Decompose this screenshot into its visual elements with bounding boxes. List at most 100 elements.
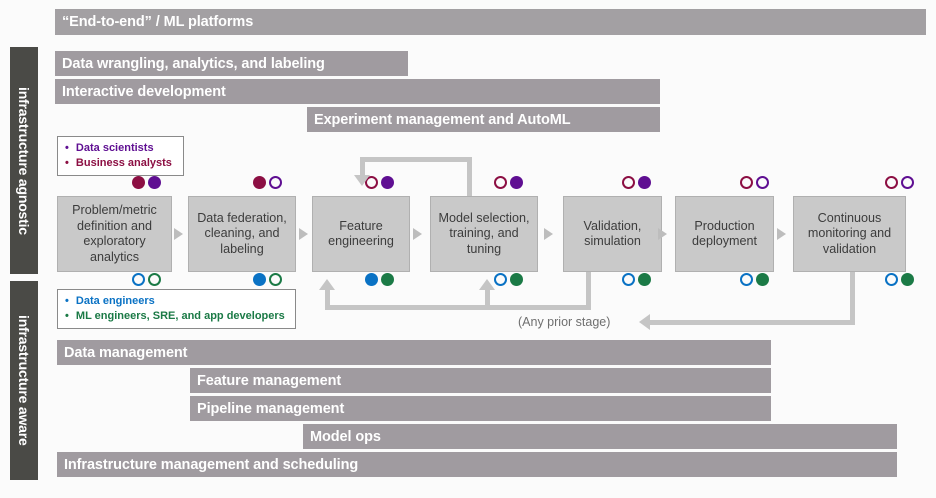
dot-data-engineers	[253, 273, 266, 286]
dot-data-scientists	[638, 176, 651, 189]
legend-item-data-engineers: Data engineers	[65, 294, 287, 309]
stage-label: Feature engineering	[328, 218, 394, 249]
dot-data-engineers	[365, 273, 378, 286]
band-label: Experiment management and AutoML	[314, 111, 571, 128]
dot-business-analysts	[740, 176, 753, 189]
dot-data-engineers	[885, 273, 898, 286]
dot-data-engineers	[132, 273, 145, 286]
dot-ml-engineers	[901, 273, 914, 286]
rail-infrastructure-agnostic: infrastructure agnostic	[10, 47, 38, 274]
band-label: Data wrangling, analytics, and labeling	[62, 55, 325, 72]
stage-box-validation-simulation[interactable]: Validation, simulation	[563, 196, 662, 272]
role-dots-bottom-stage-7	[885, 273, 914, 286]
dot-ml-engineers	[269, 273, 282, 286]
any-prior-stage-riser	[850, 272, 855, 325]
role-dots-top-stage-4	[494, 176, 523, 189]
stage-box-continuous-monitoring[interactable]: Continuous monitoring and validation	[793, 196, 906, 272]
role-dots-top-stage-5	[622, 176, 651, 189]
legend-item-data-scientists: Data scientists	[65, 141, 175, 156]
band-label: Pipeline management	[197, 400, 345, 417]
dot-ml-engineers	[756, 273, 769, 286]
band-label: Data management	[64, 344, 188, 361]
dot-data-scientists	[148, 176, 161, 189]
dot-data-scientists	[269, 176, 282, 189]
stage-box-model-selection[interactable]: Model selection, training, and tuning	[430, 196, 538, 272]
role-dots-bottom-stage-6	[740, 273, 769, 286]
dot-ml-engineers	[381, 273, 394, 286]
loopback-top-arrowhead	[354, 175, 370, 186]
legend-engineering-roles: Data engineers ML engineers, SRE, and ap…	[57, 289, 296, 329]
dot-data-scientists	[756, 176, 769, 189]
loopback-bottom-validation-riser	[586, 272, 591, 307]
legend-business-roles: Data scientists Business analysts	[57, 136, 184, 176]
band-feature-management: Feature management	[190, 368, 771, 393]
band-infrastructure-management: Infrastructure management and scheduling	[57, 452, 897, 477]
dot-business-analysts	[885, 176, 898, 189]
loopback-bottom-mid-riser	[485, 289, 490, 307]
role-dots-bottom-stage-3	[365, 273, 394, 286]
dot-ml-engineers	[638, 273, 651, 286]
role-dots-top-stage-6	[740, 176, 769, 189]
connector-arrow-6	[777, 228, 786, 240]
dot-data-engineers	[622, 273, 635, 286]
stage-label: Validation, simulation	[583, 218, 642, 249]
legend-item-business-analysts: Business analysts	[65, 156, 175, 171]
dot-data-scientists	[510, 176, 523, 189]
role-dots-bottom-stage-2	[253, 273, 282, 286]
dot-ml-engineers	[510, 273, 523, 286]
stage-box-feature-engineering[interactable]: Feature engineering	[312, 196, 410, 272]
band-label: Model ops	[310, 428, 381, 445]
dot-business-analysts	[253, 176, 266, 189]
loopback-bottom-left-riser	[325, 289, 330, 307]
rail-infrastructure-aware: infrastructure aware	[10, 281, 38, 480]
connector-arrow-5	[658, 228, 667, 240]
connector-arrow-4	[544, 228, 553, 240]
role-dots-top-stage-7	[885, 176, 914, 189]
rail-label: infrastructure aware	[16, 315, 32, 446]
dot-ml-engineers	[148, 273, 161, 286]
stage-box-production-deployment[interactable]: Production deployment	[675, 196, 774, 272]
stage-label: Data federation, cleaning, and labeling	[197, 210, 287, 256]
connector-arrow-2	[299, 228, 308, 240]
any-prior-stage-label: (Any prior stage)	[518, 315, 611, 329]
legend-item-ml-engineers: ML engineers, SRE, and app developers	[65, 309, 287, 324]
band-label: Interactive development	[62, 83, 226, 100]
band-end-to-end: “End-to-end” / ML platforms	[55, 9, 926, 35]
rail-label: infrastructure agnostic	[16, 86, 32, 235]
loopback-top-horizontal	[360, 157, 472, 162]
band-model-ops: Model ops	[303, 424, 897, 449]
band-label: Infrastructure management and scheduling	[64, 456, 359, 473]
role-dots-bottom-stage-4	[494, 273, 523, 286]
band-pipeline-management: Pipeline management	[190, 396, 771, 421]
any-prior-stage-horizontal	[650, 320, 855, 325]
stage-label: Model selection, training, and tuning	[438, 210, 530, 256]
role-dots-bottom-stage-1	[132, 273, 161, 286]
any-prior-stage-arrowhead	[639, 314, 650, 330]
dot-data-engineers	[740, 273, 753, 286]
loopback-top-left-descender	[360, 157, 365, 177]
loopback-bottom-arrowhead-left	[319, 279, 335, 290]
stage-label: Continuous monitoring and validation	[807, 210, 892, 256]
dot-data-engineers	[494, 273, 507, 286]
role-dots-top-stage-1	[132, 176, 161, 189]
loopback-bottom-horizontal	[325, 305, 591, 310]
band-label: “End-to-end” / ML platforms	[62, 14, 254, 30]
band-experiment-management: Experiment management and AutoML	[307, 107, 660, 132]
connector-arrow-3	[413, 228, 422, 240]
band-interactive-development: Interactive development	[55, 79, 660, 104]
dot-business-analysts	[622, 176, 635, 189]
loopback-bottom-arrowhead-mid	[479, 279, 495, 290]
role-dots-bottom-stage-5	[622, 273, 651, 286]
loopback-top-right-riser	[467, 157, 472, 196]
stage-label: Problem/metric definition and explorator…	[72, 203, 157, 264]
stage-box-problem-definition[interactable]: Problem/metric definition and explorator…	[57, 196, 172, 272]
dot-data-scientists	[381, 176, 394, 189]
stage-box-data-federation[interactable]: Data federation, cleaning, and labeling	[188, 196, 296, 272]
band-label: Feature management	[197, 372, 342, 389]
dot-business-analysts	[494, 176, 507, 189]
band-data-management: Data management	[57, 340, 771, 365]
band-data-wrangling: Data wrangling, analytics, and labeling	[55, 51, 408, 76]
connector-arrow-1	[174, 228, 183, 240]
dot-data-scientists	[901, 176, 914, 189]
